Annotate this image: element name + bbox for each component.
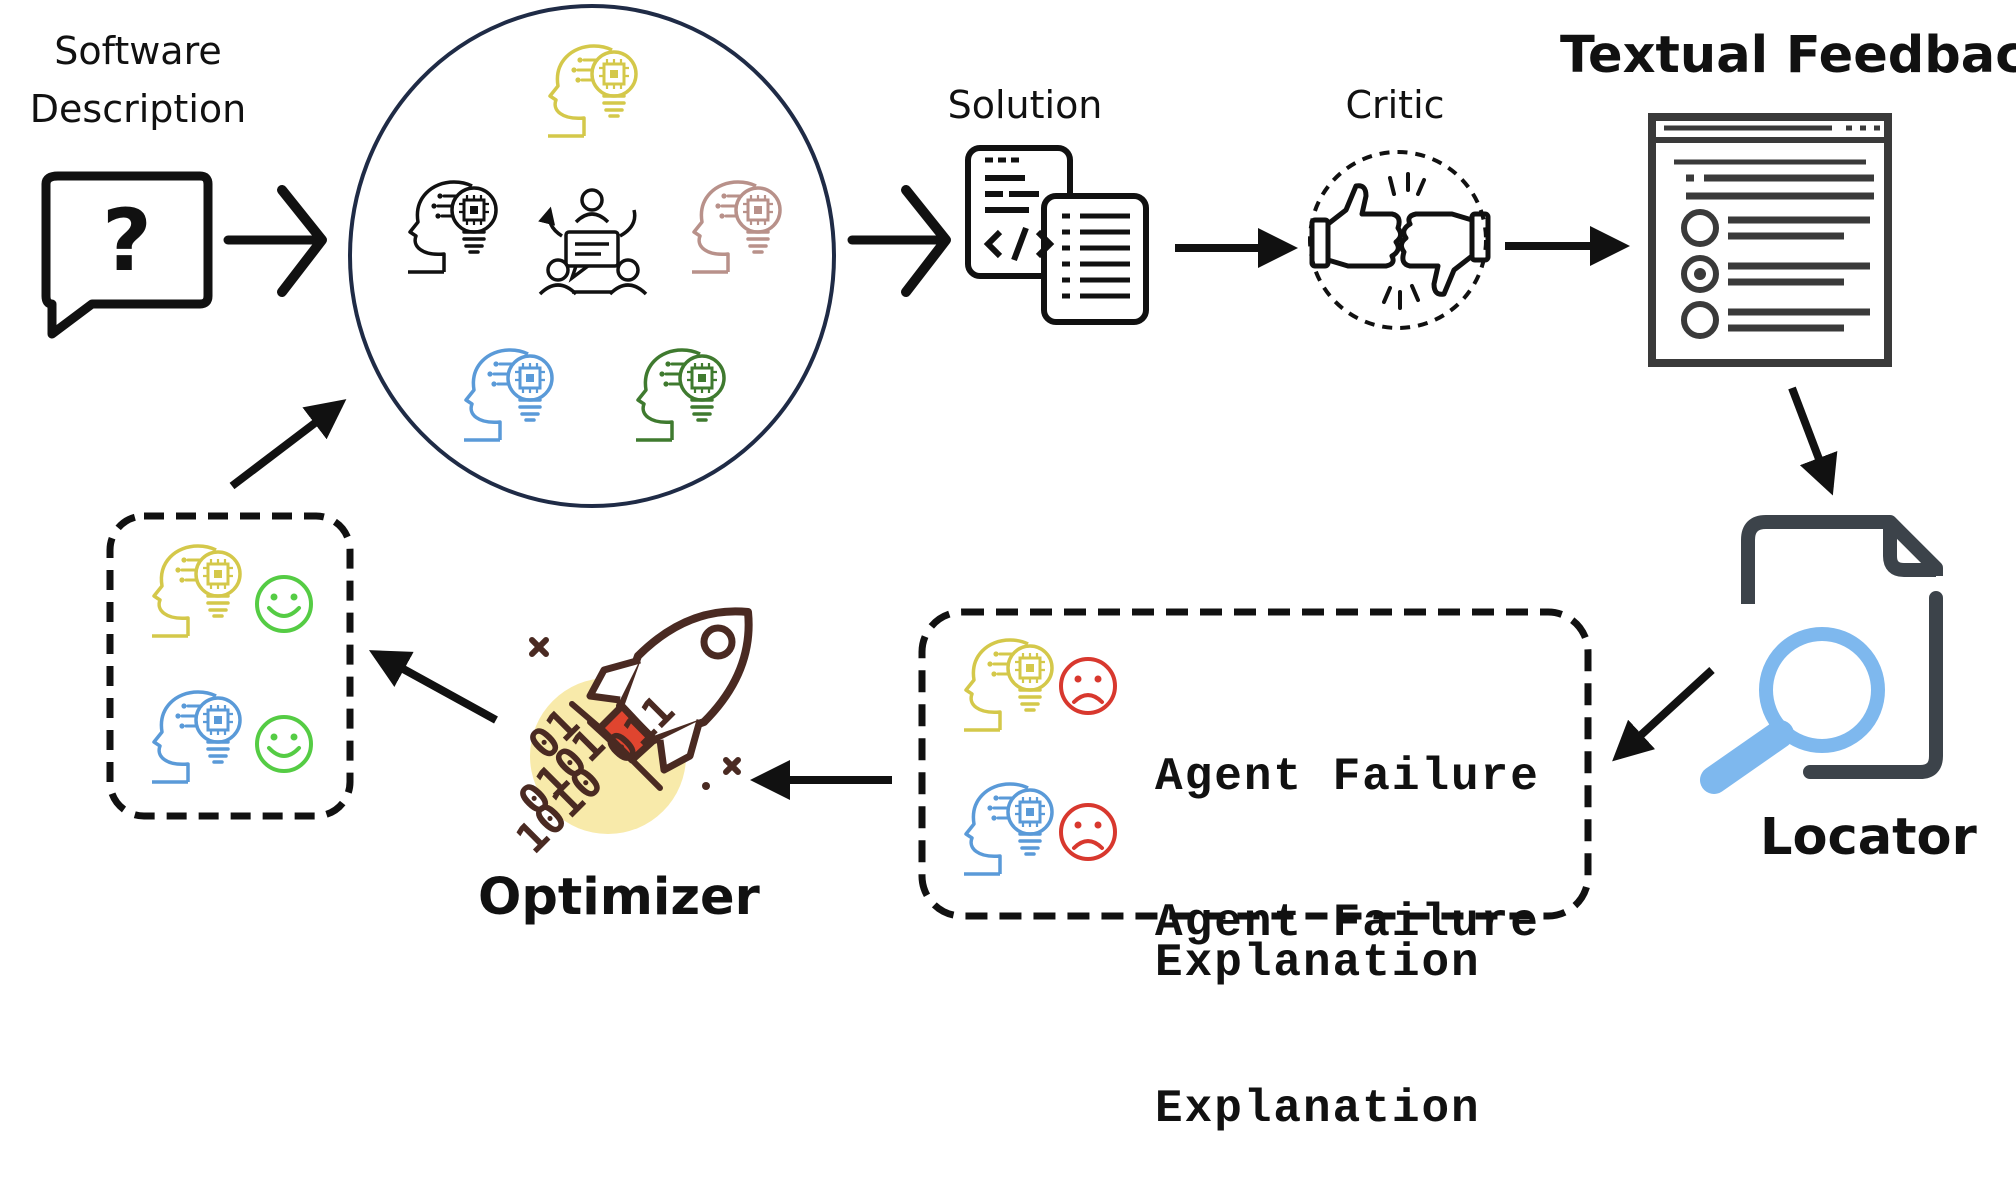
happy-face-icon (255, 575, 313, 633)
arrow-optimizer-to-agents (368, 650, 498, 724)
arrow-agents-to-pool (229, 399, 347, 490)
sad-face-icon (1059, 803, 1117, 861)
solution-label: Solution (947, 83, 1103, 127)
rocket-icon: 01 0101 1010 011 (506, 607, 753, 863)
optimizer-title: Optimizer (478, 868, 760, 927)
software-description-line2: Description (29, 87, 247, 131)
agent-head-bulb-icon (150, 690, 242, 784)
sad-face-icon (1059, 657, 1117, 715)
agent-head-bulb-icon (406, 180, 498, 274)
agent-head-bulb-icon (690, 180, 782, 274)
agent-head-bulb-icon (634, 348, 726, 442)
chevron-arrow-2 (847, 185, 951, 297)
software-description-label: Software Description (18, 22, 258, 138)
team-discussion-icon (538, 188, 648, 296)
file-search-icon (1700, 515, 1943, 794)
failure-explanation-box (918, 608, 1592, 920)
agent-head-bulb-icon (150, 544, 242, 638)
improved-agents-box (106, 512, 354, 820)
workflow-diagram: ? (41, 4, 1943, 920)
arrow-locator-to-failures (1612, 667, 1715, 762)
failure-line-1a: Agent Failure (1155, 751, 1540, 803)
feedback-form-icon (1648, 113, 1892, 367)
failure-line-2b: Explanation (1155, 1083, 1481, 1135)
chevron-arrow-1 (223, 185, 327, 297)
question-mark: ? (102, 191, 152, 291)
critic-label: Critic (1345, 83, 1445, 127)
agent-head-bulb-icon (962, 782, 1054, 876)
code-document-icon (965, 145, 1149, 325)
locator-title: Locator (1760, 808, 1977, 867)
agent-head-bulb-icon (546, 44, 638, 138)
failure-line-1b: Explanation (1155, 937, 1481, 989)
speech-bubble-question-icon: ? (41, 171, 213, 339)
failure-line-2a: Agent Failure (1155, 897, 1540, 949)
happy-face-icon (255, 715, 313, 773)
agent-pool-circle (348, 4, 836, 508)
arrow-feedback-to-locator (1788, 386, 1838, 496)
textual-feedback-title: Textual Feedback (1560, 26, 2016, 85)
failure-explanation-1: Agent Failure Explanation (1155, 622, 1540, 1056)
thumbs-up-down-icon (1308, 150, 1491, 330)
software-description-line1: Software (54, 29, 222, 73)
agent-head-bulb-icon (962, 638, 1054, 732)
agent-head-bulb-icon (462, 348, 554, 442)
